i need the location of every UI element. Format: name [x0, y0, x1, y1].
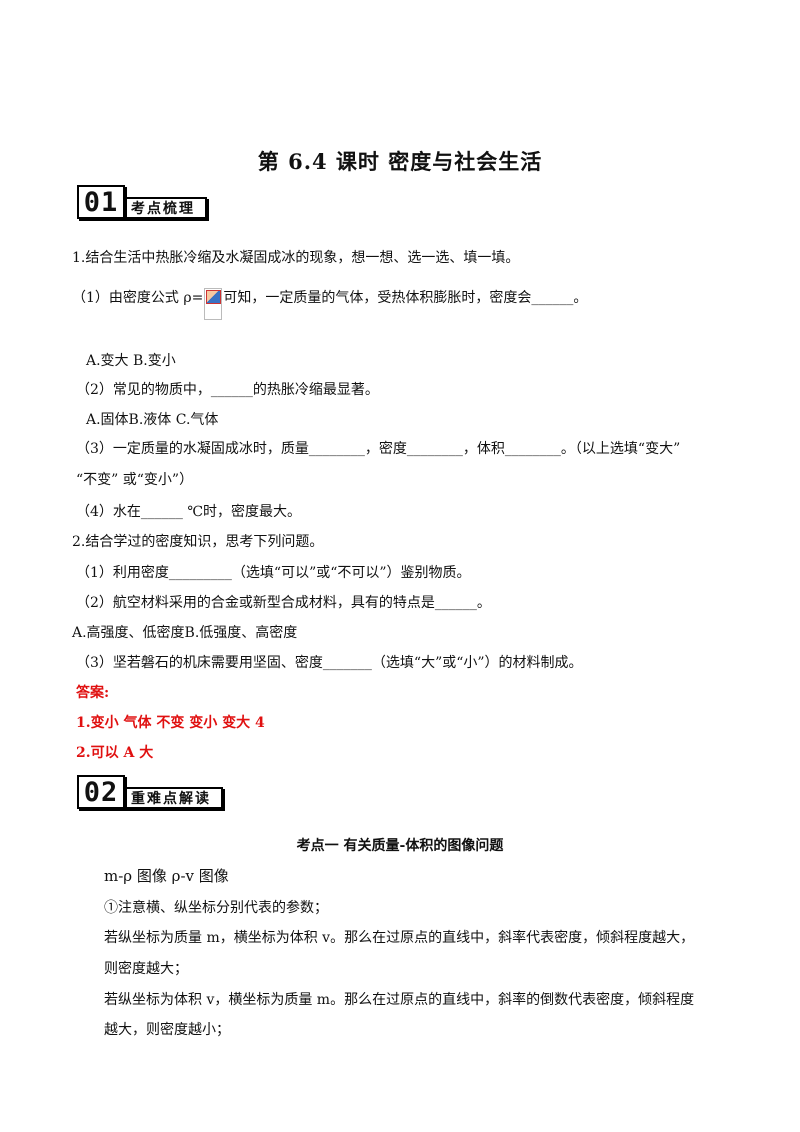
- question-2-intro: 2.结合学过的密度知识，思考下列问题。: [72, 534, 324, 550]
- section-number: 01: [77, 185, 125, 219]
- section-header-2: 02 重难点解读: [77, 773, 223, 809]
- key-point-1-line-2: 若纵坐标为质量 m，横坐标为体积 v。那么在过原点的直线中，斜率代表密度，倾斜程…: [104, 930, 695, 946]
- question-1-1-text-a: （1）由密度公式 ρ=: [72, 290, 204, 306]
- question-1-4: （4）水在______ ℃时，密度最大。: [76, 504, 302, 520]
- question-2-2-options: A.高强度、低密度B.低强度、高密度: [72, 625, 298, 641]
- question-2-1: （1）利用密度_________（选填“可以”或“不可以”）鉴别物质。: [76, 565, 471, 581]
- question-1-1: （1）由密度公式 ρ= 可知，一定质量的气体，受热体积膨胀时，密度会______。: [72, 288, 587, 320]
- page-title: 第 6.4 课时 密度与社会生活: [257, 149, 543, 174]
- question-1-1-options: A.变大 B.变小: [86, 353, 176, 369]
- answer-label: 答案:: [76, 685, 110, 701]
- question-1-intro: 1.结合生活中热胀冷缩及水凝固成冰的现象，想一想、选一选、填一填。: [72, 250, 520, 266]
- question-1-2-options: A.固体B.液体 C.气体: [86, 412, 219, 428]
- section-number: 02: [77, 775, 125, 809]
- broken-image-icon: [206, 290, 222, 304]
- key-point-1-subtitle: m-ρ 图像 ρ-v 图像: [104, 867, 229, 885]
- question-2-3: （3）坚若磐石的机床需要用坚固、密度_______（选填“大”或“小”）的材料制…: [76, 655, 583, 671]
- key-point-1-line-1: ①注意横、纵坐标分别代表的参数；: [104, 900, 328, 916]
- question-2-2: （2）航空材料采用的合金或新型合成材料，具有的特点是______。: [76, 595, 491, 611]
- question-1-3: （3）一定质量的水凝固成冰时，质量________，密度________，体积_…: [76, 441, 681, 457]
- section-label: 重难点解读: [125, 787, 223, 809]
- question-1-2: （2）常见的物质中，______的热胀冷缩最显著。: [76, 382, 379, 398]
- key-point-1-line-5: 越大，则密度越小；: [104, 1022, 230, 1038]
- section-header-1: 01 考点梳理: [77, 183, 207, 219]
- answer-1: 1.变小 气体 不变 变小 变大 4: [76, 715, 265, 731]
- key-point-1-line-4: 若纵坐标为体积 v，横坐标为质量 m。那么在过原点的直线中，斜率的倒数代表密度，…: [104, 992, 695, 1008]
- answer-2: 2.可以 A 大: [76, 745, 154, 761]
- question-1-3-cont: “不变” 或“变小”）: [76, 472, 194, 488]
- section-label: 考点梳理: [125, 197, 207, 219]
- key-point-1-title: 考点一 有关质量-体积的图像问题: [296, 838, 504, 854]
- key-point-1-line-3: 则密度越大；: [104, 961, 188, 977]
- question-1-1-text-b: 可知，一定质量的气体，受热体积膨胀时，密度会______。: [223, 290, 588, 306]
- formula-image-icon: [204, 288, 223, 320]
